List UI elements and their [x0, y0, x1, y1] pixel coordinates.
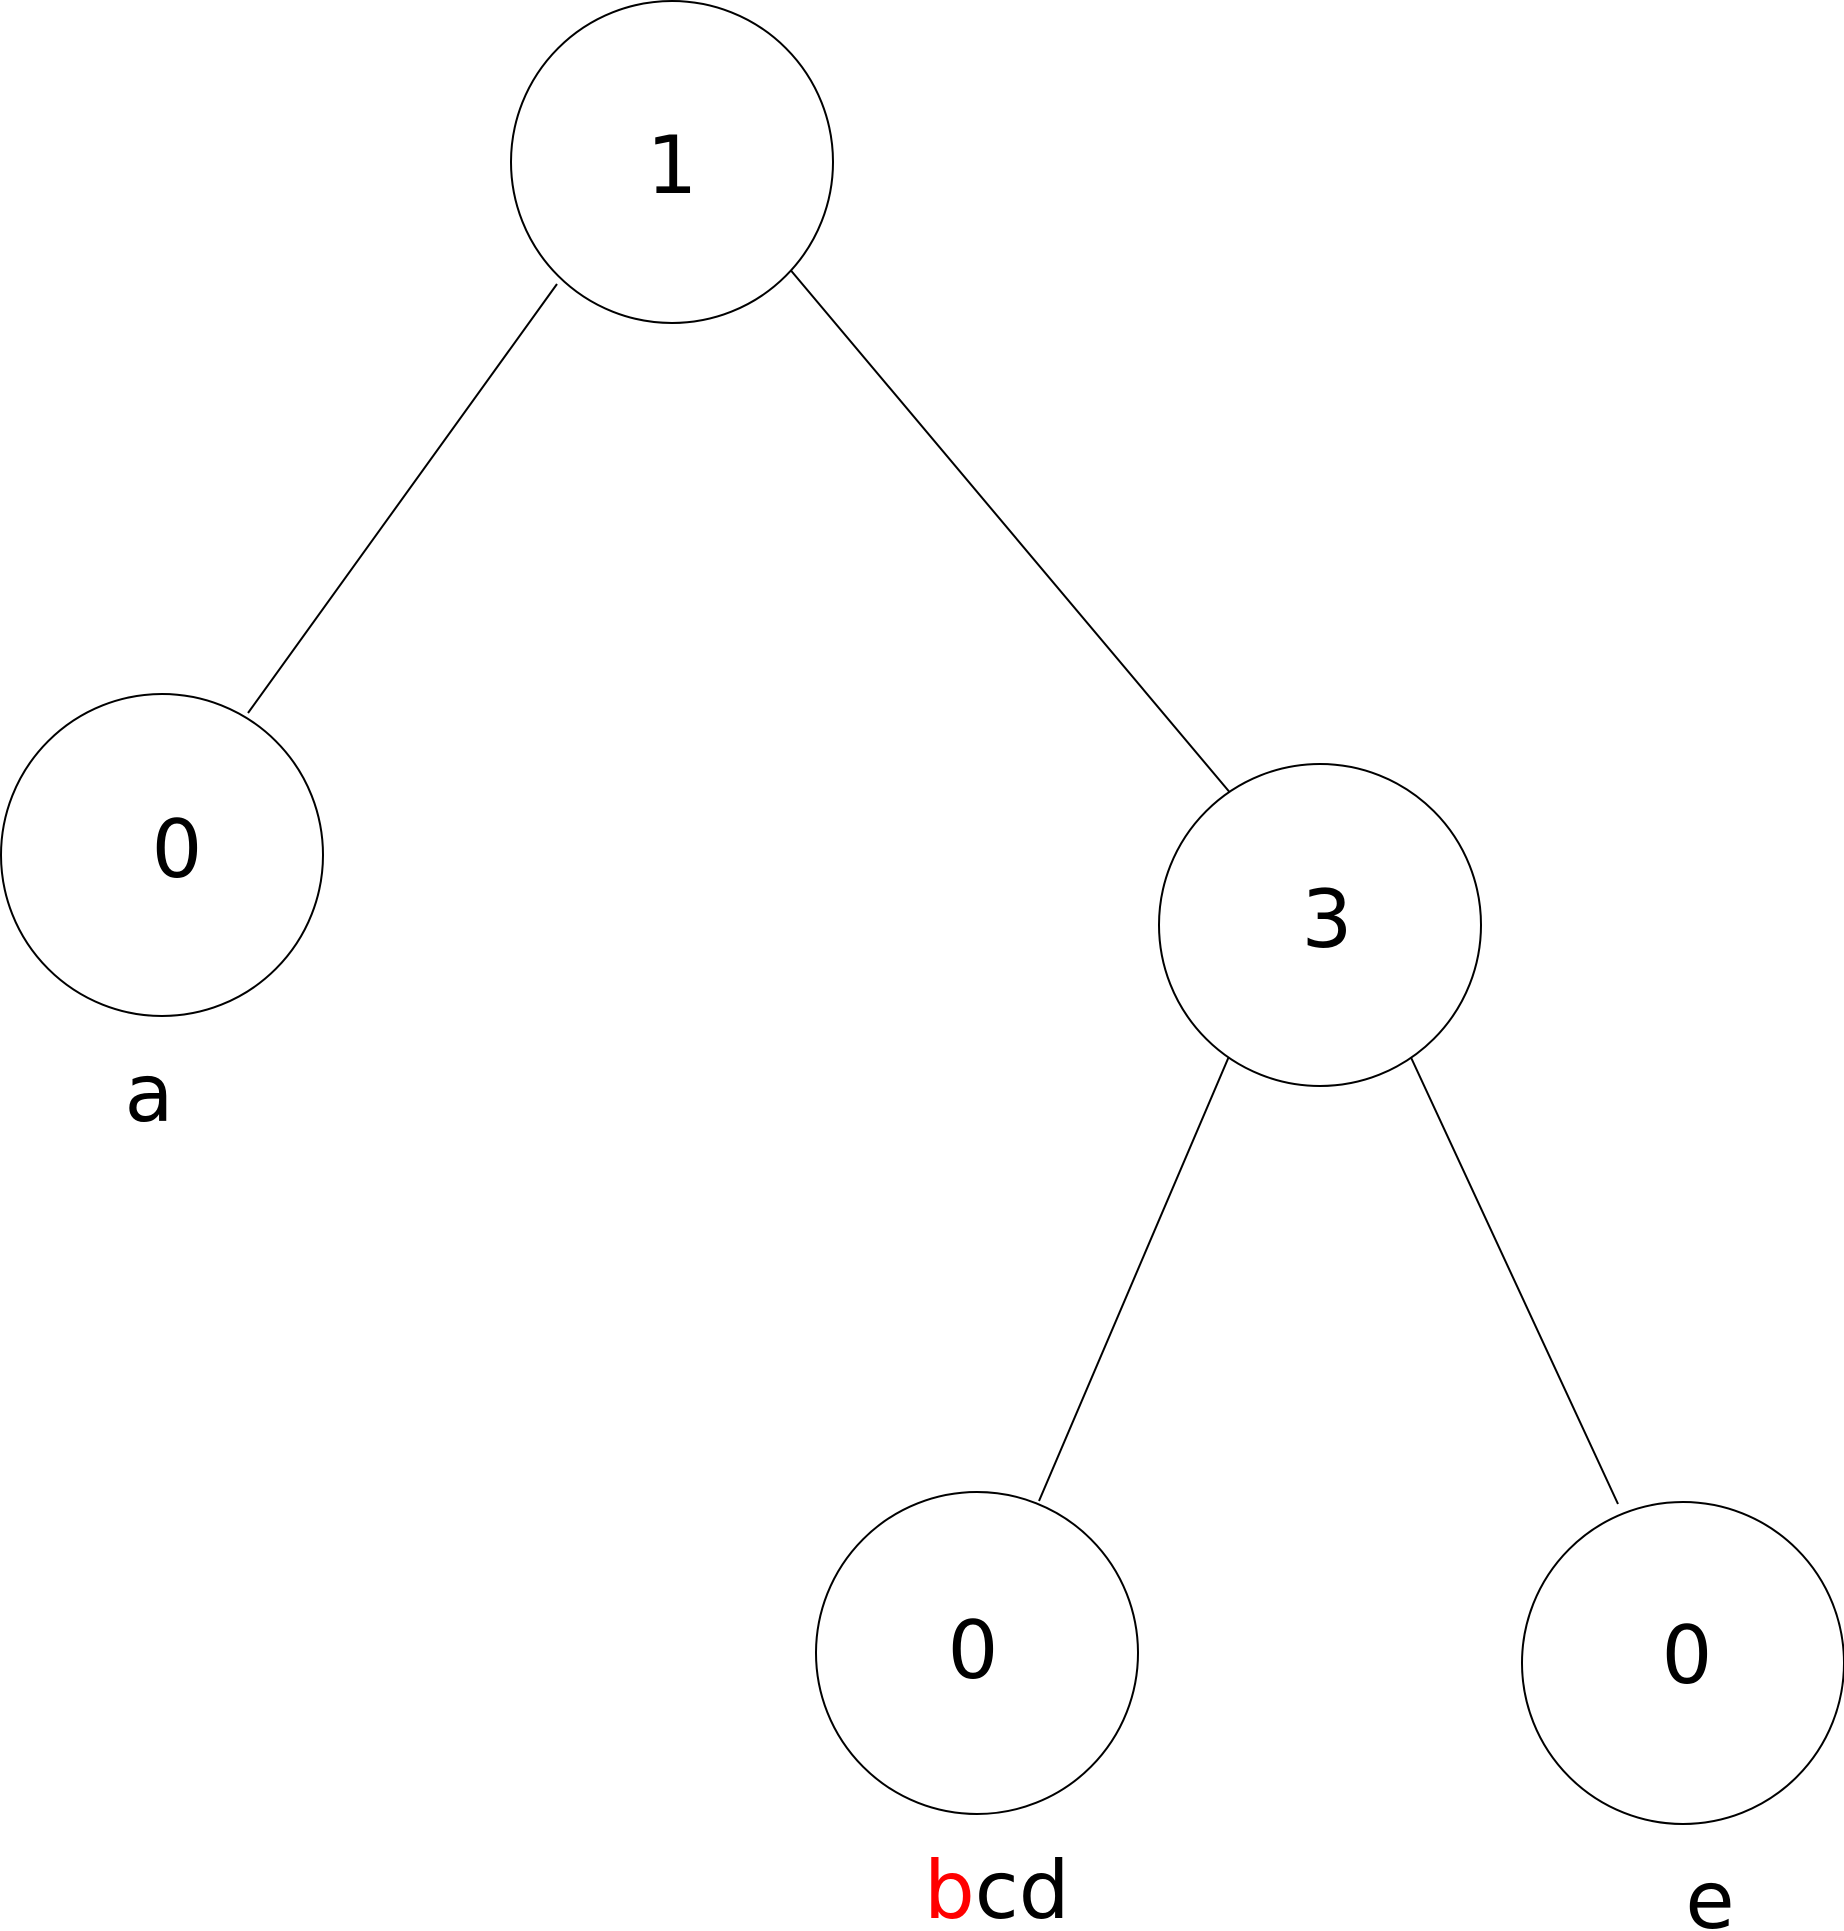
node-mid: 3 — [1158, 763, 1482, 1087]
label-bcd-rest: cd — [975, 1844, 1070, 1931]
node-midright-value: 0 — [1662, 1609, 1713, 1702]
label-bcd-highlight: b — [924, 1844, 975, 1931]
label-bcd: bcd — [924, 1844, 1070, 1931]
node-left-value: 0 — [152, 803, 203, 896]
node-mid-circle — [1158, 763, 1482, 1087]
node-midleft: 0 — [815, 1491, 1139, 1815]
edge-root-mid — [787, 266, 1233, 796]
node-left-circle — [0, 693, 324, 1017]
node-midright-circle — [1521, 1501, 1844, 1825]
label-a: a — [124, 1047, 173, 1140]
edge-root-left — [247, 283, 558, 714]
node-root: 1 — [510, 0, 834, 324]
edge-mid-midleft — [1038, 1053, 1231, 1502]
node-midleft-circle — [815, 1491, 1139, 1815]
node-root-circle — [510, 0, 834, 324]
edge-mid-midright — [1407, 1050, 1619, 1505]
node-midright: 0 — [1521, 1501, 1844, 1825]
node-root-value: 1 — [647, 119, 698, 212]
label-e: e — [1685, 1854, 1734, 1931]
node-mid-value: 3 — [1302, 873, 1353, 966]
node-left: 0 — [0, 693, 324, 1017]
node-midleft-value: 0 — [948, 1604, 999, 1697]
